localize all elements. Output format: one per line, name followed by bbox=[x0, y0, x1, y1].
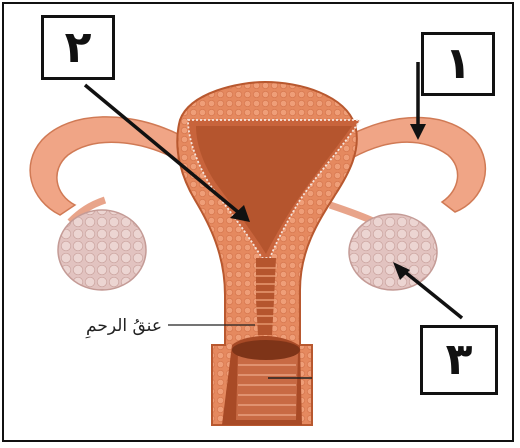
label-box-2: ٢ bbox=[41, 15, 115, 80]
right-ovary bbox=[330, 205, 437, 290]
cervix-label: عنقُ الرحمِ bbox=[86, 316, 162, 336]
label-box-1: ١ bbox=[421, 32, 495, 96]
left-ovary bbox=[58, 200, 146, 290]
label-box-3: ٣ bbox=[420, 325, 498, 395]
